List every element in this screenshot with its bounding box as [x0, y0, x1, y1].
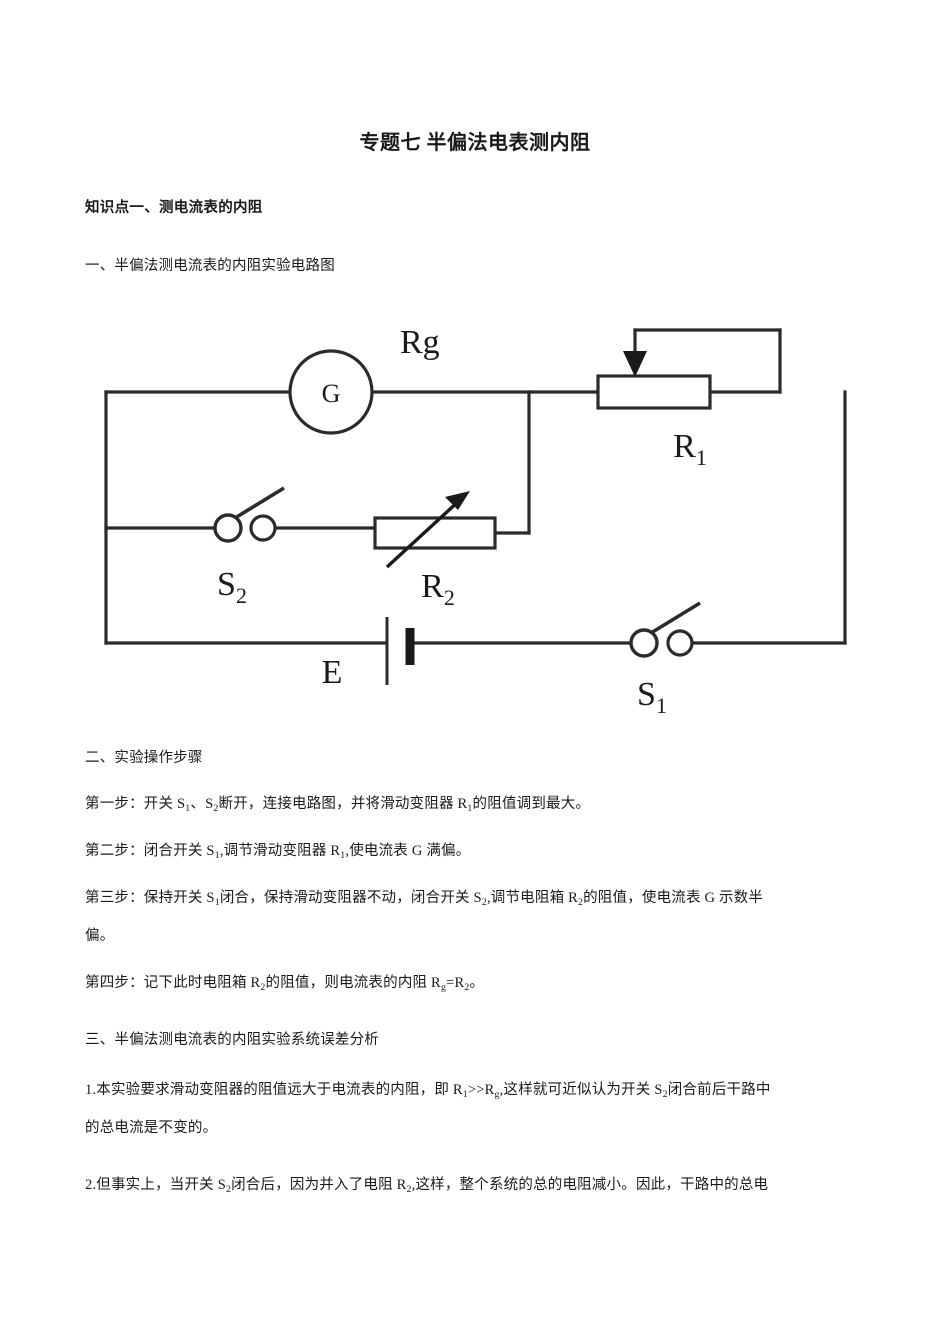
step-3: 第三步：保持开关 S1闭合，保持滑动变阻器不动，闭合开关 S2,调节电阻箱 R2…: [85, 885, 875, 916]
analysis-item-1-continuation: 的总电流是不变的。: [85, 1120, 218, 1136]
step-2-sub-2: 1: [340, 849, 346, 861]
resistor-r2-label: R2: [421, 568, 455, 610]
switch-s2-blade[interactable]: [234, 486, 285, 520]
galvanometer-label: Rg: [400, 324, 440, 361]
step-2-text: 第二步：闭合开关 S: [85, 843, 215, 859]
circuit-diagram: G Rg R1 R2 S2 S1 E: [80, 305, 880, 730]
step-1-text: 第一步：开关 S: [85, 796, 186, 812]
step-1: 第一步：开关 S1、S2断开，连接电路图，并将滑动变阻器 R1的阻值调到最大。: [85, 791, 875, 822]
analysis-2-sub-2: 2: [406, 1183, 412, 1195]
step-3-sub-2: 2: [481, 896, 487, 908]
step-4: 第四步：记下此时电阻箱 R2的阻值，则电流表的内阻 Rg=R2。: [85, 970, 875, 1001]
analysis-1-sub-3: 2: [662, 1088, 668, 1100]
step-4-suffix: 。: [469, 975, 485, 991]
step-4-mid: 的阻值，则电流表的内阻 R: [265, 975, 441, 991]
variable-arrow-line: [385, 497, 463, 569]
step-1-suffix: 的阻值调到最大。: [472, 796, 591, 812]
step-1-sub-2: 2: [213, 802, 219, 814]
wiper-arrow-icon: [623, 351, 647, 377]
rheostat-r1-label: R1: [673, 428, 707, 470]
step-1-mid: 、S: [190, 796, 214, 812]
switch-s2-label: S2: [217, 566, 247, 608]
analysis-item-1: 1.本实验要求滑动变阻器的阻值远大于电流表的内阻，即 R1>>Rg,这样就可近似…: [85, 1077, 875, 1108]
page-title: 专题七 半偏法电表测内阻: [359, 132, 591, 154]
step-4-sub-1: 2: [260, 981, 266, 993]
step-1-sub-1: 1: [185, 802, 191, 814]
step-1-mid-2: 断开，连接电路图，并将滑动变阻器 R: [218, 796, 468, 812]
step-3-mid: 闭合，保持滑动变阻器不动，闭合开关 S: [219, 890, 482, 906]
galvanometer-symbol: G: [322, 379, 341, 408]
step-2-mid: ,调节滑动变阻器 R: [219, 843, 341, 859]
step-4-mid-2: =R: [446, 975, 465, 991]
analysis-1-sub-2: g: [494, 1088, 500, 1100]
section-heading: 知识点一、测电流表的内阻: [85, 200, 263, 216]
analysis-2-sub-1: 2: [225, 1183, 232, 1195]
step-2: 第二步：闭合开关 S1,调节滑动变阻器 R1,使电流表 G 满偏。: [85, 838, 875, 869]
switch-s2-right-contact[interactable]: [249, 514, 277, 542]
subsection-heading-3: 三、半偏法测电流表的内阻实验系统误差分析: [85, 1032, 379, 1048]
switch-s2-left-contact[interactable]: [213, 513, 243, 543]
switch-s1-left-contact[interactable]: [629, 628, 659, 658]
analysis-2-suffix: ,这样，整个系统的总的电阻减小。因此，干路中的总电: [411, 1177, 769, 1193]
analysis-1-suffix: 闭合前后干路中: [667, 1082, 771, 1098]
step-1-sub-3: 1: [467, 802, 473, 814]
analysis-1-sub-1: 1: [462, 1088, 468, 1100]
switch-s1-blade[interactable]: [650, 601, 701, 635]
galvanometer-icon: [288, 349, 374, 435]
subsection-heading-1: 一、半偏法测电流表的内阻实验电路图: [85, 258, 335, 274]
analysis-1-mid: >>R: [467, 1082, 495, 1098]
analysis-1-text: 1.本实验要求滑动变阻器的阻值远大于电流表的内阻，即 R: [85, 1082, 463, 1098]
step-3-text: 第三步：保持开关 S: [85, 890, 215, 906]
analysis-item-2: 2.但事实上，当开关 S2闭合后，因为并入了电阻 R2,这样，整个系统的总的电阻…: [85, 1172, 875, 1203]
step-4-text: 第四步：记下此时电阻箱 R: [85, 975, 261, 991]
step-3-mid-2: ,调节电阻箱 R: [486, 890, 578, 906]
rheostat-r1-body: [596, 374, 712, 410]
switch-s1-right-contact[interactable]: [666, 629, 694, 657]
step-3-continuation: 偏。: [85, 928, 115, 944]
step-3-suffix: 的阻值，使电流表 G 示数半: [583, 890, 764, 906]
subsection-heading-2: 二、实验操作步骤: [85, 750, 203, 766]
resistor-r2-body: [373, 516, 497, 550]
variable-arrow-icon: [445, 491, 470, 510]
step-4-sub-2: g: [440, 981, 447, 993]
battery-label: E: [322, 654, 343, 691]
switch-s1-label: S1: [637, 676, 667, 718]
step-2-suffix: ,使电流表 G 满偏。: [345, 843, 471, 859]
step-3-sub-1: 1: [214, 896, 220, 908]
step-2-sub-1: 1: [214, 849, 220, 861]
analysis-1-mid-2: ,这样就可近似认为开关 S: [499, 1082, 663, 1098]
analysis-2-mid: 闭合后，因为并入了电阻 R: [231, 1177, 407, 1193]
analysis-2-text: 2.但事实上，当开关 S: [85, 1177, 226, 1193]
step-3-sub-3: 2: [577, 896, 584, 908]
step-4-sub-3: 2: [464, 981, 470, 993]
